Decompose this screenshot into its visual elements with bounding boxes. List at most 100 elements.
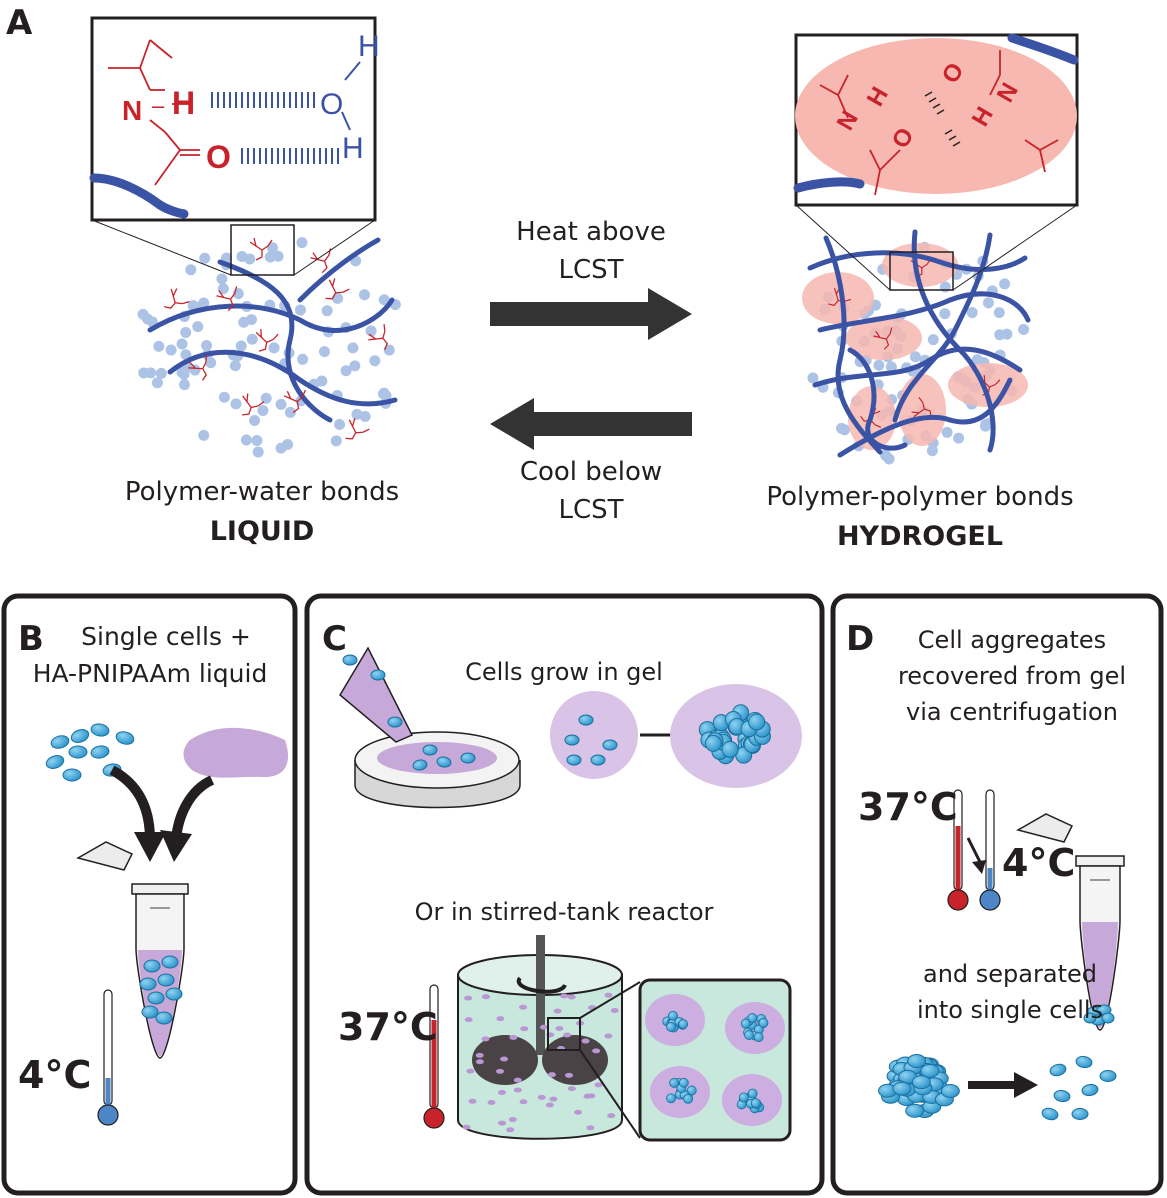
water-dot xyxy=(216,273,228,285)
hydrogen-bond-hatch xyxy=(924,91,961,147)
atom-h-water: H xyxy=(358,30,380,63)
aggregate-dot xyxy=(464,1017,473,1023)
aggregate-dot xyxy=(500,1056,509,1062)
thermometer-level xyxy=(431,1020,437,1114)
thermometer-cold xyxy=(97,989,119,1126)
side-group xyxy=(325,278,350,300)
panel-d-letter: D xyxy=(846,619,874,659)
aggregate-dot xyxy=(513,1077,522,1083)
polymer-chain xyxy=(847,347,908,451)
cell xyxy=(905,1103,925,1118)
aggregate-dot xyxy=(607,1113,616,1119)
water-dot xyxy=(885,361,897,373)
panel-d-title-line1: Cell aggregates xyxy=(918,626,1106,654)
cell xyxy=(1075,1055,1093,1069)
merge-arrow-head xyxy=(160,830,192,862)
water-dot xyxy=(941,426,953,438)
side-group xyxy=(345,418,370,440)
panel-b-title-line1: Single cells + xyxy=(81,622,251,651)
water-dot xyxy=(318,346,330,358)
water-dot xyxy=(229,360,241,372)
gel-domain xyxy=(795,38,1077,194)
side-group-bonds xyxy=(325,278,350,300)
side-group xyxy=(242,393,265,416)
polymer-chain xyxy=(807,250,1028,273)
thermometer-level xyxy=(987,868,993,896)
aggregate-dot xyxy=(475,1059,484,1065)
water-dot xyxy=(244,253,256,265)
cell xyxy=(578,714,594,726)
cell xyxy=(1071,1108,1089,1120)
aggregate-dot xyxy=(519,1099,528,1105)
water-dot xyxy=(185,264,197,276)
cell xyxy=(370,669,386,681)
cell xyxy=(387,716,403,728)
aggregate-dot xyxy=(587,1093,596,1099)
side-group-bonds xyxy=(368,324,389,351)
cell xyxy=(165,987,183,1001)
side-group xyxy=(255,329,279,352)
cell xyxy=(566,754,582,766)
stirred-tank-reactor xyxy=(457,935,623,1140)
cells-in-gel-small xyxy=(564,714,618,766)
aggregate-dot xyxy=(555,1025,564,1031)
cell xyxy=(147,991,165,1005)
water-dot xyxy=(330,435,342,447)
water-dot xyxy=(909,351,921,363)
water-dot xyxy=(927,334,939,346)
cell xyxy=(155,1011,173,1025)
panel-d-frame xyxy=(830,593,1164,1196)
cell xyxy=(721,740,739,758)
polymer-chain xyxy=(1007,33,1079,65)
aggregate-dot xyxy=(508,1117,517,1123)
cell xyxy=(940,1083,960,1098)
side-group-bonds xyxy=(283,389,307,414)
water-dot xyxy=(294,304,306,316)
heat-arrow xyxy=(490,288,692,340)
cell xyxy=(161,955,179,969)
water-dot xyxy=(282,438,294,450)
cell xyxy=(436,756,452,768)
water-dot xyxy=(358,289,370,301)
polymer-chain xyxy=(147,297,395,333)
merge-arrow xyxy=(171,775,215,841)
panel-c-bottom-label: Or in stirred-tank reactor xyxy=(415,898,714,926)
water-dot xyxy=(349,360,361,372)
water-molecules-left xyxy=(137,237,401,458)
cell xyxy=(342,654,358,666)
water-dot xyxy=(137,308,149,320)
water-dot xyxy=(218,391,230,403)
thermometer-bulb xyxy=(423,1107,445,1129)
water-dot xyxy=(176,338,188,350)
right-state-label: HYDROGEL xyxy=(837,521,1003,552)
cell xyxy=(90,723,110,737)
thermometer-level xyxy=(955,826,961,896)
tube-cap xyxy=(76,841,134,871)
cell xyxy=(920,1063,940,1078)
left-state-caption: Polymer-water bonds xyxy=(125,477,399,507)
inset-polymer-water: N – H O xyxy=(89,16,380,222)
cell-aggregate xyxy=(698,704,771,765)
water-dot xyxy=(240,434,252,446)
panel-c-temperature: 37°C xyxy=(338,1005,438,1049)
water-dot xyxy=(257,405,269,417)
cell xyxy=(90,745,110,759)
bond-dash: – xyxy=(152,93,165,118)
cell xyxy=(683,1093,693,1104)
cooling-arrow xyxy=(966,837,982,863)
aggregate-dot xyxy=(475,1052,484,1058)
water-dot xyxy=(369,355,381,367)
inset-source-box-reactor xyxy=(547,1017,581,1051)
impeller-shaft xyxy=(536,935,545,1055)
atom-o-carbonyl: O xyxy=(206,139,231,175)
side-group xyxy=(249,237,273,261)
water-dot xyxy=(332,292,344,304)
aggregates-in-reactor xyxy=(462,992,619,1133)
inset-line xyxy=(579,981,641,1019)
panel-c-frame xyxy=(304,593,825,1196)
panel-a-letter: A xyxy=(6,3,33,43)
water-dot xyxy=(264,251,276,263)
aggregate-dot xyxy=(462,1124,471,1130)
aggregate-dot xyxy=(481,1036,490,1042)
